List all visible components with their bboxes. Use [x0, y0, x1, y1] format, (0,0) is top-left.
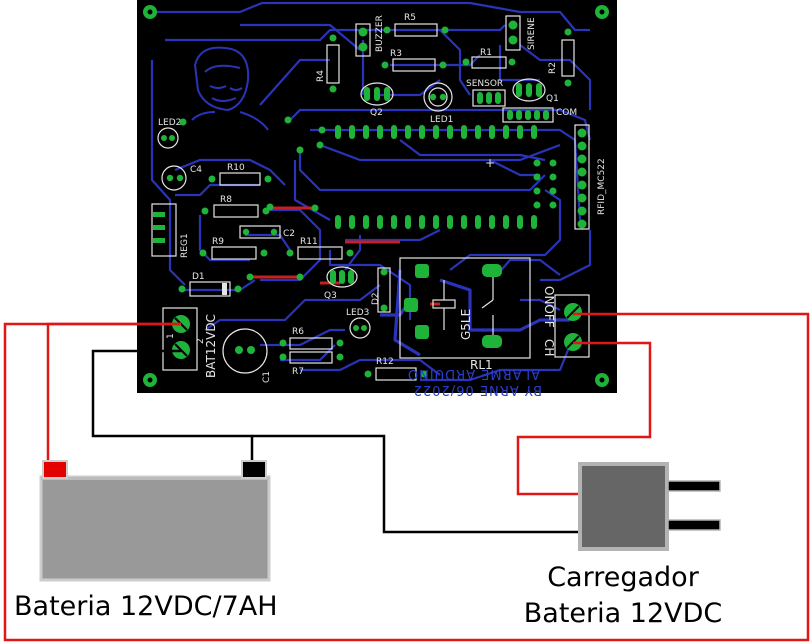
- charger-plug-pin-top: [667, 480, 721, 492]
- pcb-jumpers: [250, 206, 440, 306]
- r4-label: R4: [316, 70, 326, 82]
- ch-label: CH: [542, 339, 556, 356]
- sirene-label: SIRENE: [527, 17, 537, 50]
- led2-label: LED2: [158, 118, 181, 128]
- battery-negative-wire: [91, 349, 254, 461]
- rl1-label: RL1: [470, 358, 493, 372]
- g5le-label: G5LE: [459, 309, 473, 340]
- c4-label: C4: [190, 165, 202, 175]
- led3: [349, 317, 371, 339]
- q2-transistor: [360, 82, 394, 106]
- c1-label: C1: [262, 371, 272, 383]
- com-label: COM: [556, 108, 577, 118]
- reg1-regulator: [151, 203, 177, 257]
- pcb-board: + RFID_MC522: [137, 0, 617, 397]
- onoff-terminal: [554, 294, 590, 358]
- charger-caption-line1: Carregador: [547, 562, 699, 593]
- arduino-header-top: [335, 125, 537, 139]
- reg1-label: REG1: [180, 233, 190, 258]
- sirene-header: [505, 15, 521, 51]
- led2: [157, 127, 179, 149]
- r2-label: R2: [548, 62, 558, 74]
- c2-capacitor: [239, 225, 281, 239]
- credit-line1: ALARME ARDUINO: [407, 366, 540, 381]
- small-header: [533, 159, 557, 209]
- q3-label: Q3: [324, 291, 337, 301]
- r9-resistor: [199, 246, 268, 260]
- r5-resistor: [383, 23, 449, 37]
- r3-label: R3: [390, 49, 402, 59]
- battery-negative-terminal: [241, 460, 267, 479]
- led1: [423, 82, 453, 112]
- buzzer-label: BUZZER: [375, 15, 385, 52]
- r8-resistor: [201, 204, 270, 218]
- battery-positive-terminal: [42, 460, 68, 479]
- d1-diode: [178, 281, 242, 297]
- com-header: [502, 107, 554, 123]
- q1-label: Q1: [546, 94, 559, 104]
- onoff-label: ONOFF: [542, 286, 556, 328]
- r2-resistor: [561, 28, 575, 87]
- bat12vdc-label: BAT12VDC: [204, 314, 218, 378]
- rl1-relay: [399, 257, 531, 359]
- c4-capacitor: [161, 165, 187, 191]
- q3-transistor: [326, 266, 358, 288]
- q2-label: Q2: [370, 108, 383, 118]
- d2-diode: [377, 267, 391, 313]
- c2-label: C2: [283, 229, 295, 239]
- sensor-header: [472, 89, 506, 107]
- d2-label: D2: [371, 292, 381, 305]
- r1-resistor: [462, 56, 516, 69]
- r4-resistor: [326, 34, 340, 93]
- bat-pin1-label: 1: [166, 333, 176, 339]
- r3-resistor: [381, 58, 447, 72]
- charger-positive-wire: [516, 341, 652, 496]
- r12-resistor: [364, 367, 428, 381]
- r6-label: R6: [292, 327, 304, 337]
- buzzer-header: [355, 23, 371, 57]
- sensor-label: SENSOR: [466, 79, 503, 89]
- r11-resistor: [286, 246, 354, 260]
- r12-label: R12: [376, 357, 394, 367]
- r9-label: R9: [212, 237, 224, 247]
- credit-line2: BY ARNE 06/2022: [413, 382, 542, 397]
- led3-label: LED3: [346, 308, 369, 318]
- r7-resistor: [279, 351, 344, 364]
- mounting-holes: [143, 5, 609, 387]
- r8-label: R8: [220, 195, 232, 205]
- bat-pin2-label: 2: [196, 338, 206, 344]
- r1-label: R1: [480, 48, 492, 58]
- svg-text:+: +: [485, 156, 495, 170]
- led1-label: LED1: [430, 115, 453, 125]
- arduino-header-bottom: [335, 215, 537, 229]
- battery-caption: Bateria 12VDC/7AH: [14, 591, 278, 622]
- r11-label: R11: [300, 237, 318, 247]
- rfid-label: RFID_MC522: [597, 158, 607, 215]
- wiring: [3, 312, 810, 642]
- r5-label: R5: [404, 13, 416, 23]
- charger-caption-line2: Bateria 12VDC: [524, 598, 722, 629]
- pcb-vias: [179, 116, 326, 281]
- charger: [578, 462, 721, 551]
- r6-resistor: [279, 337, 344, 350]
- c1-capacitor: [222, 328, 268, 374]
- pcb-traces: [150, 1, 592, 382]
- r10-label: R10: [227, 163, 245, 173]
- rfid-header: [574, 124, 590, 230]
- r7-label: R7: [292, 367, 304, 377]
- charger-plug-pin-bottom: [667, 519, 721, 531]
- portrait-silkscreen: [191, 46, 269, 131]
- r10-resistor: [208, 172, 272, 186]
- main-positive-loop-wire: [3, 312, 810, 642]
- charger-negative-wire: [252, 434, 580, 534]
- q1-transistor: [512, 78, 546, 102]
- d1-label: D1: [192, 272, 205, 282]
- battery: [39, 460, 271, 582]
